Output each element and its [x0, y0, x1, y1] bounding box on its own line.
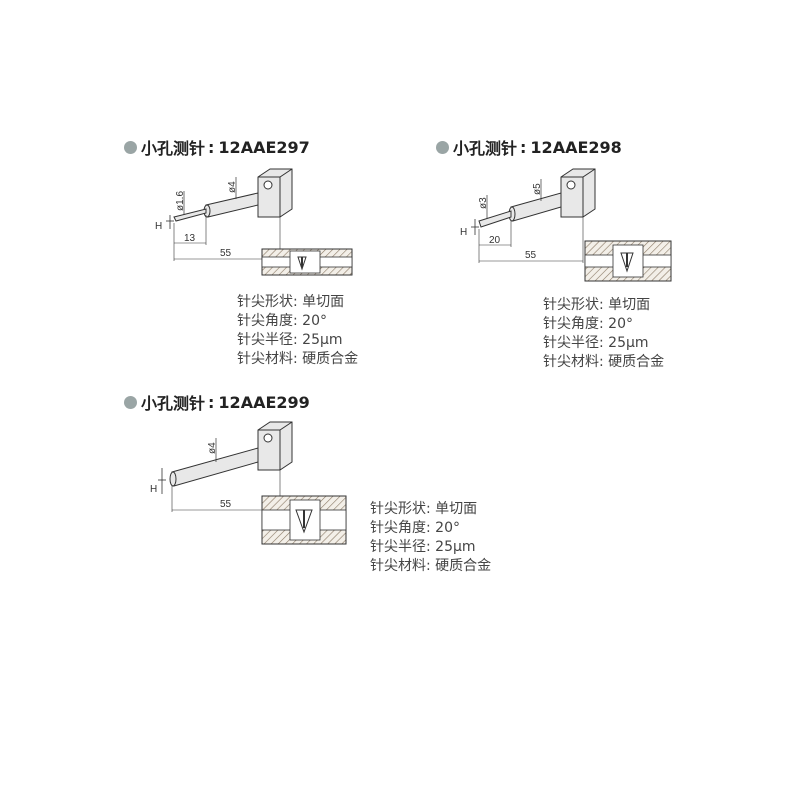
title-prefix: 小孔测针 — [141, 139, 206, 158]
specs-12AAE297: 针尖形状: 单切面 针尖角度: 20° 针尖半径: 25μm 针尖材料: 硬质合… — [237, 293, 358, 369]
tip-len-label: 20 — [489, 235, 501, 246]
tip-dia-label: ø1.6 — [175, 191, 186, 211]
spec-shape: 针尖形状: 单切面 — [370, 501, 478, 517]
probe-title-12AAE297: 小孔测针 : 12AAE297 — [124, 135, 310, 159]
shank-dia-label: ø4 — [207, 442, 218, 454]
shank-end — [169, 471, 177, 487]
spec-material: 针尖材料: 硬质合金 — [543, 354, 665, 370]
hole-section-12AAE299 — [261, 495, 347, 545]
spec-radius: 针尖半径: 25μm — [543, 335, 649, 351]
h-dim-label: H — [150, 484, 157, 495]
bullet-icon — [124, 140, 137, 154]
tip-len-label: 13 — [184, 233, 196, 244]
total-len-label: 55 — [525, 250, 537, 261]
title-colon: : — [520, 137, 527, 157]
bullet-icon — [436, 140, 449, 154]
model-number: 12AAE299 — [218, 392, 310, 412]
probe-tip — [478, 210, 512, 228]
title-colon: : — [208, 137, 215, 157]
mount-block — [560, 168, 596, 218]
probe-shank — [205, 192, 259, 218]
spec-angle: 针尖角度: 20° — [543, 316, 633, 332]
hole-section-12AAE297 — [261, 248, 353, 276]
h-dim-label: H — [460, 227, 467, 238]
probe-drawing-12AAE298: H ø3 ø5 20 55 — [460, 168, 596, 263]
spec-radius: 针尖半径: 25μm — [237, 332, 343, 348]
specs-12AAE299: 针尖形状: 单切面 针尖角度: 20° 针尖半径: 25μm 针尖材料: 硬质合… — [370, 500, 491, 576]
probe-drawing-12AAE299: H ø4 55 — [150, 421, 293, 512]
shank-dia-label: ø4 — [227, 181, 238, 193]
total-len-label: 55 — [220, 499, 232, 510]
model-number: 12AAE297 — [218, 137, 310, 157]
probe-shank — [510, 192, 562, 222]
specs-12AAE298: 针尖形状: 单切面 针尖角度: 20° 针尖半径: 25μm 针尖材料: 硬质合… — [543, 296, 664, 372]
model-number: 12AAE298 — [530, 137, 622, 157]
h-dim-label: H — [155, 221, 162, 232]
spec-angle: 针尖角度: 20° — [237, 313, 327, 329]
shank-dia-label: ø5 — [532, 183, 543, 195]
title-prefix: 小孔测针 — [141, 394, 206, 413]
tip-dia-label: ø3 — [478, 197, 489, 209]
probe-title-12AAE298: 小孔测针 : 12AAE298 — [436, 135, 622, 159]
bullet-icon — [124, 395, 137, 409]
title-colon: : — [208, 392, 215, 412]
spec-radius: 针尖半径: 25μm — [370, 539, 476, 555]
spec-angle: 针尖角度: 20° — [370, 520, 460, 536]
mount-hole — [263, 180, 273, 190]
mount-block — [257, 168, 293, 218]
spec-shape: 针尖形状: 单切面 — [237, 294, 345, 310]
mount-hole — [566, 180, 576, 190]
total-len-label: 55 — [220, 248, 232, 259]
title-prefix: 小孔测针 — [453, 139, 518, 158]
probe-drawing-12AAE297: H ø1.6 ø4 13 55 — [155, 168, 293, 261]
probe-title-12AAE299: 小孔测针 : 12AAE299 — [124, 390, 310, 414]
probe-tip — [173, 208, 207, 222]
spec-material: 针尖材料: 硬质合金 — [370, 558, 492, 574]
spec-shape: 针尖形状: 单切面 — [543, 297, 651, 313]
mount-block — [257, 421, 293, 471]
hole-section-12AAE298 — [584, 240, 672, 282]
spec-material: 针尖材料: 硬质合金 — [237, 351, 359, 367]
mount-hole — [263, 433, 273, 443]
